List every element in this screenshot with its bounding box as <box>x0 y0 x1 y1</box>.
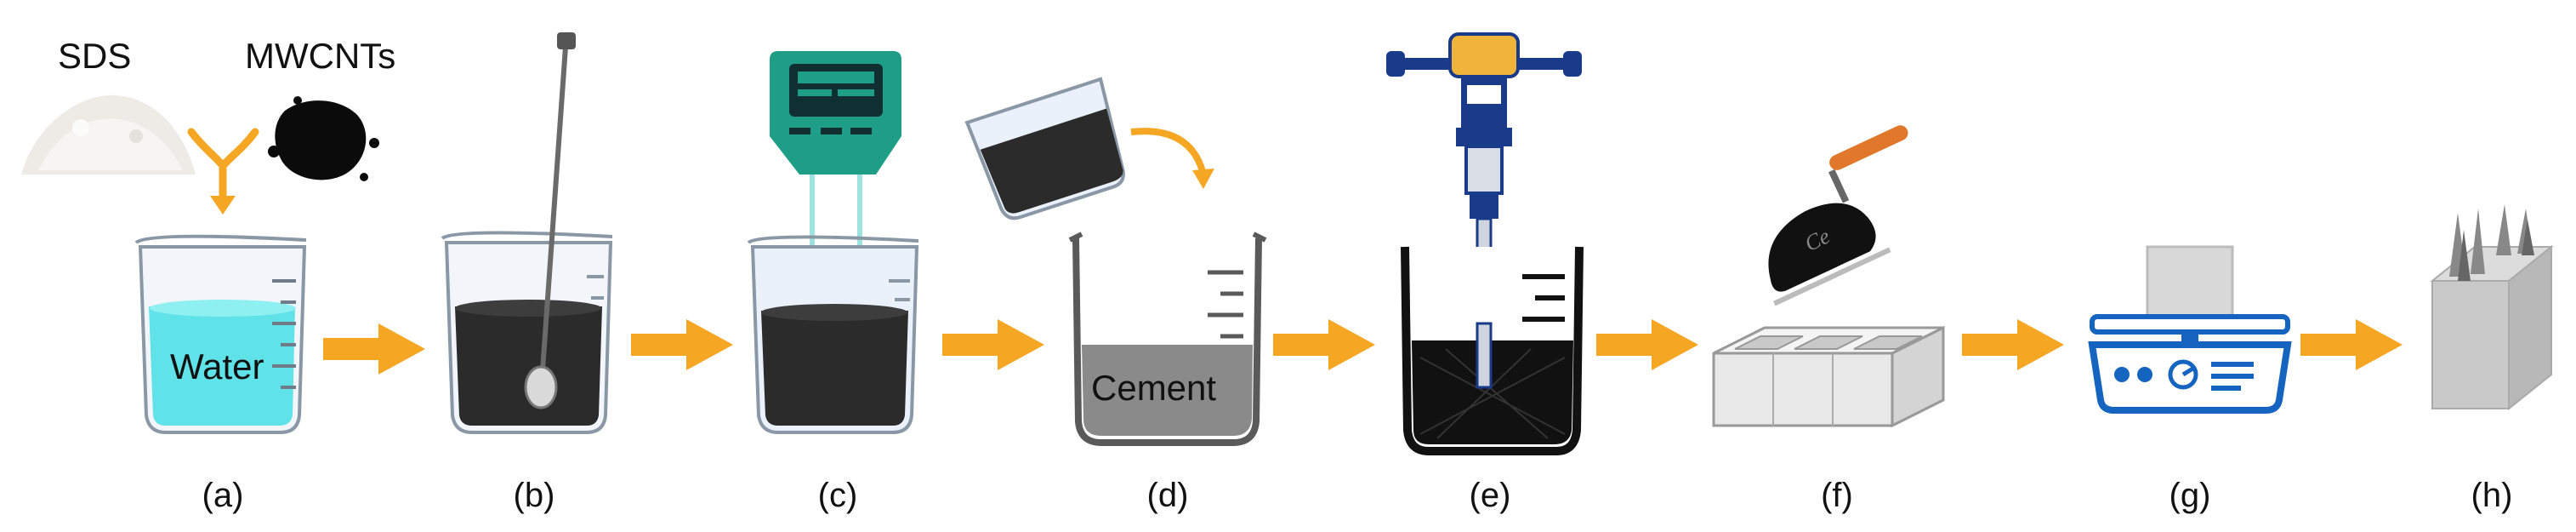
arrow-d-to-e <box>1273 319 1375 370</box>
step-label-b: (b) <box>514 477 555 514</box>
step-a-group: Water <box>21 94 379 434</box>
arrow-c-to-d <box>942 319 1044 370</box>
arrow-b-to-c <box>631 319 733 370</box>
step-label-f: (f) <box>1821 477 1853 514</box>
arrow-a-to-b <box>323 323 425 375</box>
cement-label: Cement <box>1091 368 1216 408</box>
merge-arrow-icon <box>187 128 259 204</box>
step-label-e: (e) <box>1470 477 1511 514</box>
sds-powder-icon <box>21 94 196 174</box>
water-label: Water <box>170 346 264 386</box>
beaker-water-icon: Water <box>134 234 307 434</box>
arrow-e-to-f <box>1596 319 1698 370</box>
sds-label: SDS <box>58 36 131 76</box>
weighing-scale-icon <box>2088 245 2292 414</box>
mwcnts-label: MWCNTs <box>245 36 395 76</box>
step-label-g: (g) <box>2169 477 2211 514</box>
cube-electrodes-icon <box>2430 204 2554 411</box>
ultrasonic-mixer-icon <box>1386 32 1584 455</box>
mwcnts-powder-icon <box>268 96 379 181</box>
arrow-g-to-h <box>2300 319 2403 370</box>
step-label-h: (h) <box>2471 477 2513 514</box>
pouring-into-cement-icon: Cement <box>964 77 1267 446</box>
step-label-a: (a) <box>202 477 244 514</box>
arrow-f-to-g <box>1962 319 2064 370</box>
process-arrows <box>323 319 2403 375</box>
mold-trowel-icon: Ce <box>1712 125 1945 428</box>
beaker-stirring-icon <box>441 32 613 434</box>
ph-meter-beaker-icon <box>747 51 919 434</box>
step-label-d: (d) <box>1147 477 1189 514</box>
step-labels: (a) (b) (c) (d) (e) (f) (g) (h) <box>202 477 2513 514</box>
step-label-c: (c) <box>818 477 858 514</box>
